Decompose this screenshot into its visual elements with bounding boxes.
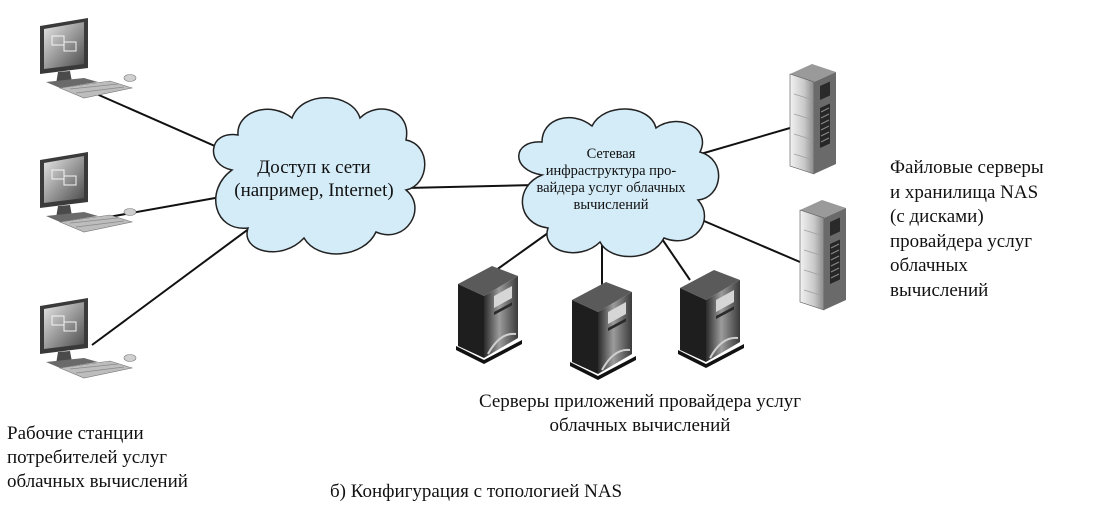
access-network-cloud [212, 97, 426, 255]
link-file-server-2 [689, 214, 801, 263]
workstation-3-icon [39, 297, 137, 379]
provider-cloud-label: Сетевая инфраструктура про- вайдера услу… [506, 146, 716, 214]
workstation-2-icon [39, 151, 137, 233]
provider-cloud-line: вайдера услуг облачных [536, 180, 686, 196]
figure-caption: б) Конфигурация с топологией NAS [330, 481, 623, 502]
file-server-2-icon [799, 199, 847, 311]
access-cloud-line: (например, Internet) [234, 180, 394, 201]
file-servers-label: Файловые серверы и хранилища NAS (с диск… [890, 156, 1044, 303]
app-server-3-icon [677, 269, 745, 369]
file-servers-line: (с дисками) [890, 206, 984, 227]
workstations-line: потребителей услуг [7, 447, 167, 468]
file-server-1-icon [789, 63, 837, 175]
provider-cloud-line: Сетевая [586, 146, 636, 162]
app-servers-line: облачных вычислений [549, 415, 731, 436]
app-servers-line: Серверы приложений провайдера услуг [478, 391, 802, 412]
link-access-provider [405, 184, 536, 189]
file-servers-line: провайдера услуг [890, 230, 1032, 252]
file-servers-line: вычислений [890, 279, 989, 301]
link-app-server-1 [491, 232, 549, 274]
file-servers-line: Файловые серверы [890, 157, 1044, 178]
link-app-server-3 [659, 235, 691, 281]
app-servers-label: Серверы приложений провайдера услуг обла… [425, 390, 855, 438]
app-server-1-icon [455, 265, 523, 365]
provider-cloud-line: вычислений [573, 197, 649, 213]
link-workstation-2 [91, 194, 233, 221]
file-servers-line: и хранилища NAS [890, 181, 1039, 203]
access-cloud-line: Доступ к сети [257, 157, 371, 178]
provider-cloud-line: инфраструктура про- [545, 163, 677, 179]
provider-infrastructure-cloud [518, 108, 720, 258]
file-servers-line: облачных [890, 255, 968, 276]
link-workstation-3 [91, 221, 259, 346]
workstations-label: Рабочие станции потребителей услуг облач… [7, 422, 188, 494]
access-cloud-label: Доступ к сети (например, Internet) [206, 156, 422, 202]
workstations-line: Рабочие станции [7, 423, 144, 444]
workstations-line: облачных вычислений [7, 471, 188, 492]
workstation-1-icon [39, 17, 137, 99]
app-server-2-icon [569, 281, 637, 381]
